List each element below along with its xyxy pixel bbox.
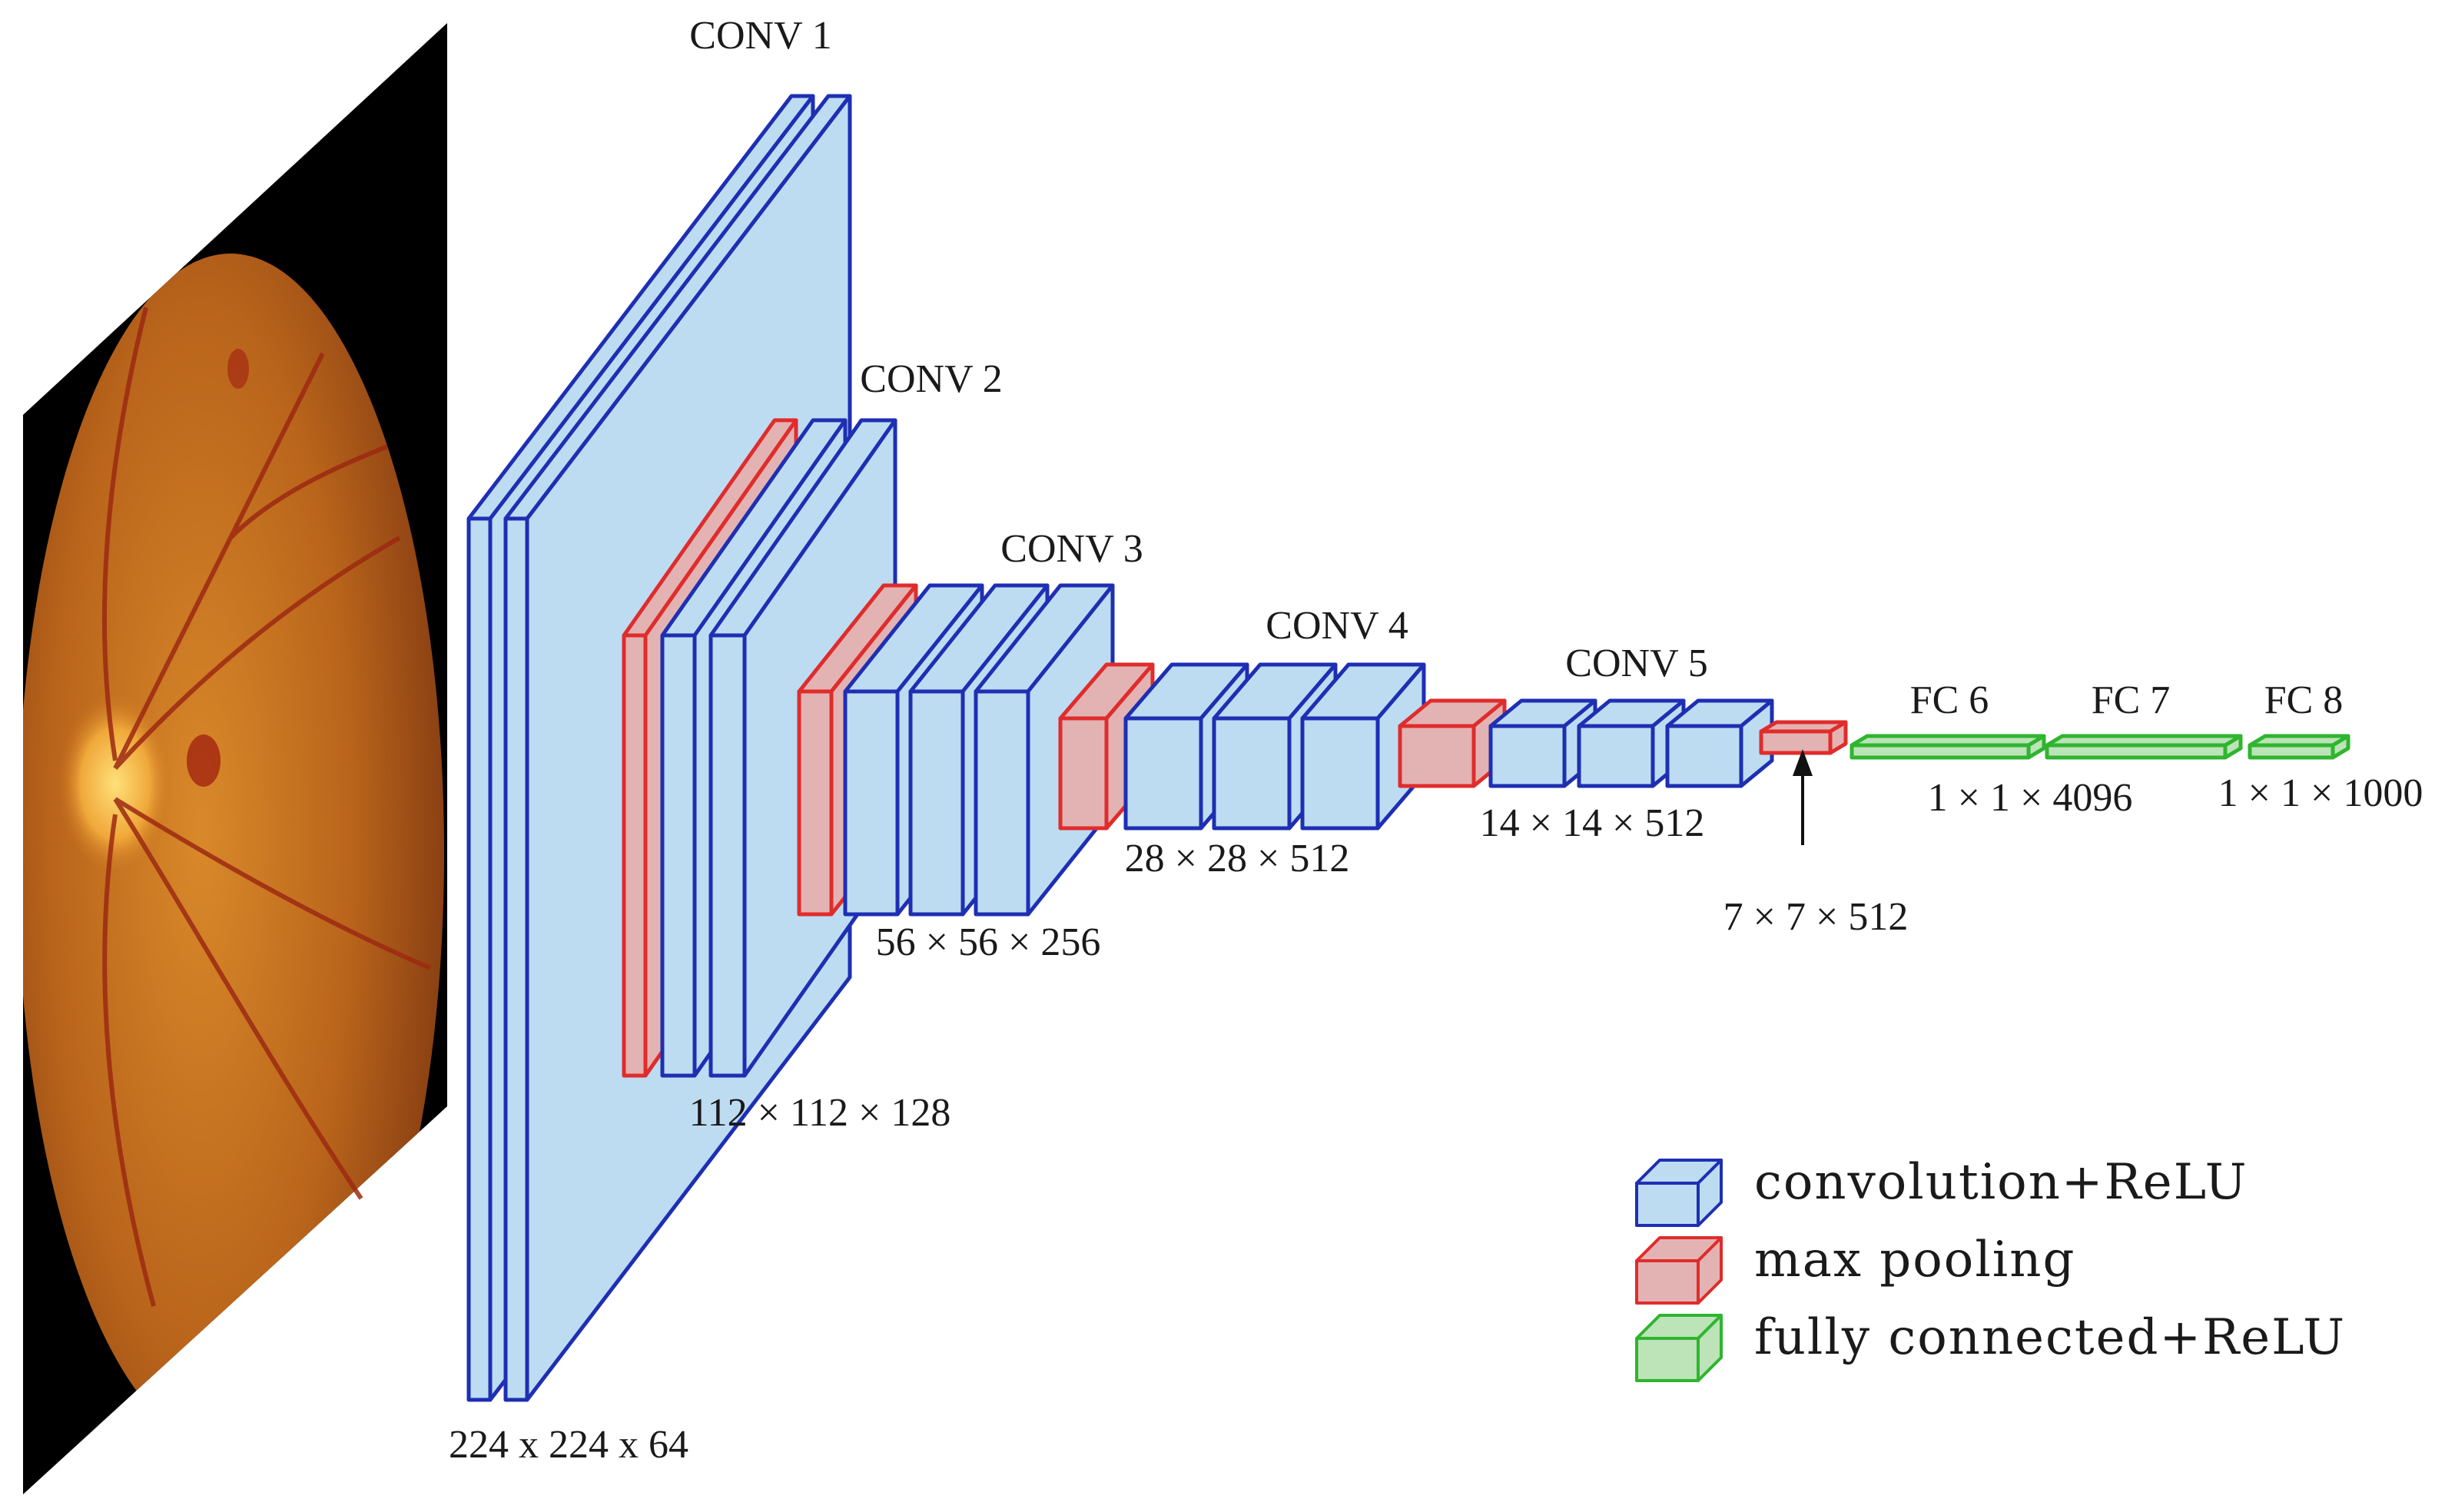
pool2-layer-front	[797, 689, 834, 917]
fc6-layer-front	[1850, 743, 2031, 760]
legend-fc-icon-front	[1635, 1337, 1700, 1382]
conv5-title: CONV 5	[1565, 642, 1707, 685]
conv4-layer-1-front	[1123, 716, 1203, 831]
conv5-layer-3-front	[1665, 724, 1743, 788]
fc7-title: FC 7	[2092, 678, 2171, 722]
legend-pool-label: max pooling	[1754, 1232, 2075, 1288]
fc8-layer	[2248, 734, 2350, 760]
fc6-title: FC 6	[1910, 678, 1989, 722]
conv2-dims: 112 × 112 × 128	[689, 1091, 951, 1135]
dimension-labels: 224 x 224 x 64 112 × 112 × 128 56 × 56 ×…	[449, 771, 2423, 1467]
conv3-layer-3-front	[974, 689, 1030, 917]
conv1-layer-1-front	[466, 516, 493, 1402]
conv5-layer-2-front	[1577, 724, 1655, 788]
annotations	[1793, 749, 1813, 845]
fc7-layer	[2045, 734, 2243, 760]
fc6-layer	[1850, 734, 2046, 760]
pool1-layer-front	[622, 633, 648, 1078]
pool5-arrow-head	[1793, 749, 1813, 776]
conv2-layer-2-front	[708, 633, 747, 1078]
legend-fc-label: fully connected+ReLU	[1754, 1309, 2346, 1366]
retinal-fundus-image	[23, 23, 447, 1494]
conv2-layer-1-front	[660, 633, 697, 1078]
conv5-layer-1-front	[1488, 724, 1567, 788]
conv1-layer-2-front	[503, 516, 529, 1402]
legend-fc-icon	[1635, 1314, 1723, 1382]
layer-blocks	[466, 94, 2350, 1402]
conv2-title: CONV 2	[860, 357, 1002, 401]
fc67-dims: 1 × 1 × 4096	[1928, 776, 2133, 820]
fc8-title: FC 8	[2264, 678, 2344, 722]
conv5-layer-3	[1665, 698, 1774, 788]
conv3-layer-2-front	[908, 689, 965, 917]
conv1-dims: 224 x 224 x 64	[449, 1423, 688, 1467]
fc7-layer-front	[2045, 743, 2228, 760]
conv3-layer-1-front	[843, 689, 900, 917]
legend-pool-icon	[1635, 1236, 1723, 1305]
legend-conv-label: convolution+ReLU	[1754, 1154, 2248, 1211]
conv3-title: CONV 3	[1000, 527, 1143, 571]
conv4-layer-2-front	[1212, 716, 1292, 831]
fc8-dims: 1 × 1 × 1000	[2218, 771, 2423, 815]
legend-pool-icon-front	[1635, 1259, 1700, 1305]
conv3-dims: 56 × 56 × 256	[876, 920, 1101, 964]
conv4-title: CONV 4	[1266, 604, 1408, 648]
legend-conv-icon-front	[1635, 1182, 1700, 1227]
stage-titles: CONV 1 CONV 2 CONV 3 CONV 4 CONV 5 FC 6 …	[689, 14, 2343, 722]
pool5-layer	[1759, 720, 1848, 755]
pool5-dims: 7 × 7 × 512	[1723, 895, 1909, 939]
fc8-layer-front	[2248, 743, 2335, 760]
conv1-title: CONV 1	[689, 14, 831, 58]
conv4-layer-3-front	[1300, 716, 1380, 831]
conv4-dims: 28 × 28 × 512	[1125, 837, 1350, 880]
legend: convolution+ReLU max pooling fully conne…	[1635, 1154, 2346, 1382]
pool5-layer-front	[1759, 729, 1833, 755]
conv5-dims: 14 × 14 × 512	[1480, 801, 1705, 845]
legend-conv-icon	[1635, 1159, 1723, 1227]
pool4-layer-front	[1398, 724, 1476, 788]
pool3-layer-front	[1058, 716, 1109, 831]
